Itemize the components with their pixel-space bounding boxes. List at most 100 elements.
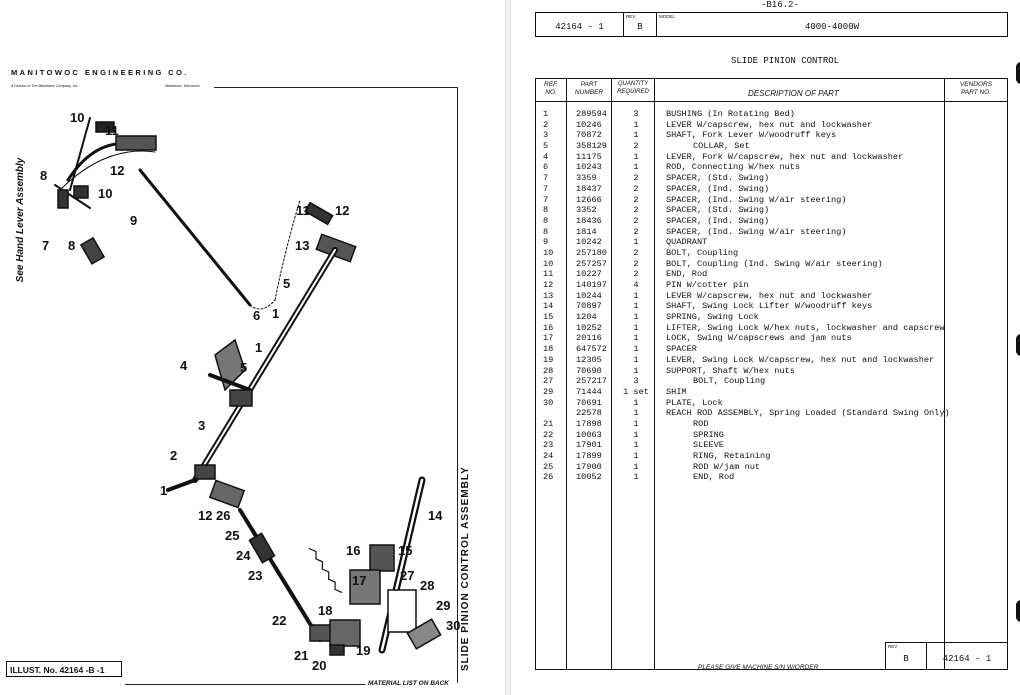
row-quantity: 1 [633,119,639,130]
row-quantity: 2 [633,205,639,216]
header-rev-cell: REV. B [624,13,657,36]
row-ref: 18 [543,344,554,355]
callout-21: 21 [294,648,308,663]
row-description: SLEEVE [693,440,724,451]
row-quantity: 1 [633,451,639,461]
row-quantity: 1 [633,333,639,344]
row-ref: 29 [543,386,554,397]
row-quantity: 1 [633,130,639,141]
row-part-number: 10063 [576,429,602,440]
row-description: BUSHING (In Rotating Bed) [666,109,795,119]
row-quantity: 1 [633,312,639,323]
header-doc-number: 42164 - 1 [555,22,604,32]
row-quantity: 1 [633,429,639,440]
row-ref: 6 [543,162,549,173]
row-part-number: 1814 [576,226,597,237]
row-ref: 5 [543,141,549,152]
callout-25: 25 [225,528,239,543]
row-part-number: 257217 [576,376,607,387]
row-description: LOCK, Swing W/capscrews and jam nuts [666,333,852,344]
row-description: RING, Retaining [693,451,771,461]
row-part-number: 17899 [576,451,602,461]
callout-10: 10 [70,110,84,125]
row-quantity: 2 [633,215,639,226]
row-part-number: 10052 [576,472,602,483]
row-part-number: 18436 [576,215,602,226]
row-quantity: 1 [633,162,639,173]
callout-11: 11 [105,123,119,138]
row-description: SUPPORT, Shaft W/hex nuts [666,365,795,376]
row-description: LEVER, Swing Lock W/capscrew, hex nut an… [666,354,935,365]
row-part-number: 10246 [576,119,602,130]
row-quantity: 1 [633,354,639,365]
row-ref: 10 [543,258,554,269]
row-part-number: 18437 [576,183,602,194]
callout-16: 16 [346,543,360,558]
row-part-number: 257180 [576,247,607,258]
header-model: 4000-4000W [804,22,859,32]
row-ref: 27 [543,376,554,387]
row-ref: 26 [543,472,554,483]
callout-29: 29 [436,598,450,613]
row-part-number: 1204 [576,312,597,323]
row-part-number: 70690 [576,365,602,376]
frame-top-rule [214,87,458,88]
callout-1: 1 [272,306,279,321]
row-description: LIFTER, Swing Lock W/hex nuts, lockwashe… [666,322,945,333]
footer-rev-label: REV. [888,644,899,649]
row-ref: 12 [543,280,554,290]
row-quantity: 1 set [623,386,649,397]
page-number: -B16.2- [761,0,799,10]
row-quantity: 1 [633,365,639,376]
row-ref: 8 [543,226,549,237]
callout-12b: 12 [335,203,349,218]
row-ref: 9 [543,237,549,248]
callout-11b: 11 [296,203,310,218]
row-ref: 7 [543,173,549,184]
row-ref: 21 [543,418,554,429]
row-part-number: 257257 [576,258,607,269]
row-ref: 11 [543,269,554,280]
row-description: LEVER W/capscrew, hex nut and lockwasher [666,290,873,301]
row-quantity: 2 [633,141,639,152]
row-quantity: 2 [633,194,639,205]
callout-30: 30 [446,618,460,633]
callout-7: 7 [42,238,49,253]
callout-1c: 1 [160,483,167,498]
company-name: MANITOWOC ENGINEERING CO. [11,68,189,77]
row-description: PIN W/cotter pin [666,280,749,290]
callout-19: 19 [356,643,370,658]
callout-14: 14 [428,508,443,523]
frame-right-rule [457,87,458,683]
row-ref: 15 [543,312,554,323]
row-part-number: 3352 [576,205,597,216]
callout-13: 13 [295,238,309,253]
row-description: LEVER, Fork W/capscrew, hex nut and lock… [666,151,904,162]
row-quantity: 1 [633,461,639,472]
row-part-number: 358129 [576,141,607,152]
row-ref: 10 [543,247,554,258]
row-ref: 8 [543,205,549,216]
callout-1b: 1 [255,340,262,355]
row-part-number: 12305 [576,354,602,365]
binder-tab-mark [1016,600,1020,622]
row-description: SHAFT, Swing Lock Lifter W/woodruff keys [666,301,873,312]
